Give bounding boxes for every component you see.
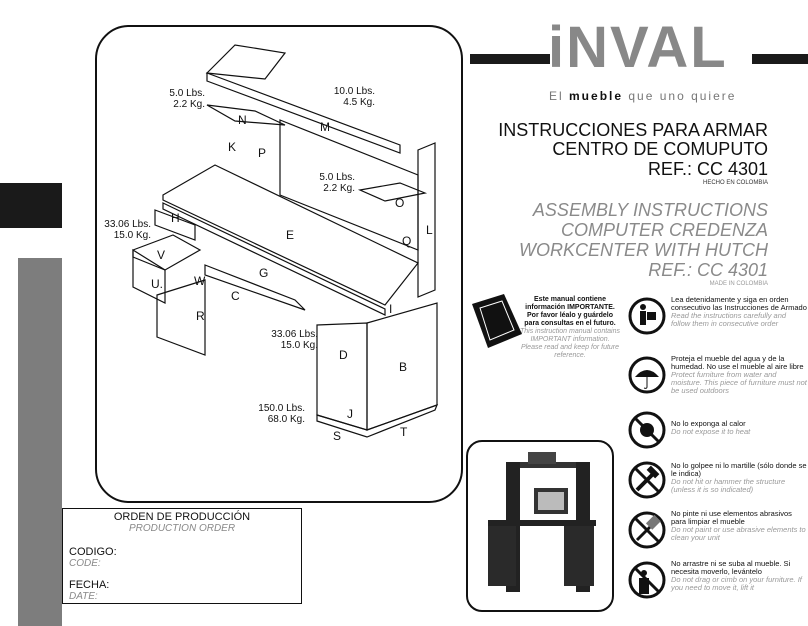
made-in-en: MADE IN COLOMBIA: [709, 281, 768, 287]
decorative-black-band: [0, 183, 62, 228]
desk-exploded-diagram: [132, 44, 439, 438]
part-label: D: [339, 348, 348, 362]
order-title: ORDEN DE PRODUCCIÓN: [113, 511, 251, 523]
part-label: V: [157, 248, 166, 262]
title-en-line1: ASSEMBLY INSTRUCTIONS: [532, 200, 768, 220]
no-paint-brush-icon: [628, 511, 666, 549]
part-label: T: [400, 425, 408, 439]
part-label: G: [259, 266, 269, 280]
code-label: CODIGO:: [69, 546, 117, 558]
warning-climb: No arrastre ni se suba al mueble. Si nec…: [627, 560, 807, 620]
weight-label: 5.0 Lbs.2.2 Kg.: [169, 88, 205, 110]
part-label: H: [171, 211, 180, 225]
warning-protect-water: Proteja el mueble del agua y de la humed…: [627, 355, 807, 415]
logo-bar-left: [470, 54, 550, 64]
weight-label: 33.06 Lbs.15.0 Kg.: [104, 219, 151, 241]
inval-logo: iNVAL: [548, 15, 728, 80]
no-sun-icon: [628, 411, 666, 449]
part-label: I: [389, 302, 393, 316]
warning-read-instructions: Lea detenidamente y siga en orden consec…: [627, 296, 807, 356]
part-label: U.: [151, 277, 163, 291]
title-en-line2: COMPUTER CREDENZA: [560, 220, 768, 240]
weight-label: 33.06 Lbs.15.0 Kg.: [271, 329, 318, 351]
title-es-line1: INSTRUCCIONES PARA ARMAR: [498, 120, 768, 140]
part-label: L: [426, 223, 433, 237]
no-climbing-icon: [628, 561, 666, 599]
no-hammer-icon: [628, 461, 666, 499]
logo-bar-right: [752, 54, 808, 64]
part-label: N: [238, 113, 247, 127]
part-label: P: [258, 146, 267, 160]
weight-label: 10.0 Lbs.4.5 Kg.: [333, 86, 375, 108]
weight-label: 5.0 Lbs.2.2 Kg.: [319, 172, 355, 194]
date-label-en: DATE:: [69, 591, 98, 602]
part-label: C: [231, 289, 240, 303]
part-label: W: [194, 274, 206, 288]
part-label: R: [196, 309, 205, 323]
date-label: FECHA:: [69, 579, 110, 591]
product-photo: [466, 440, 614, 612]
title-es-line2: CENTRO DE COMUPUTO: [552, 139, 768, 159]
brand-tagline: El mueble que uno quiere: [549, 89, 737, 103]
warning-paint: No pinte ni use elementos abrasivos para…: [627, 510, 807, 570]
part-label: J: [347, 407, 353, 421]
part-label: E: [286, 228, 295, 242]
order-title-en: PRODUCTION ORDER: [128, 523, 236, 534]
code-label-en: CODE:: [69, 558, 101, 569]
title-en-ref: REF.: CC 4301: [648, 260, 768, 280]
part-label: Q: [402, 234, 412, 248]
made-in-es: HECHO EN COLOMBIA: [702, 180, 768, 186]
part-label: M: [320, 120, 330, 134]
manual-book-icon: [472, 294, 522, 348]
reading-person-icon: [628, 297, 666, 335]
title-es-ref: REF.: CC 4301: [647, 159, 768, 179]
decorative-gray-band: [18, 258, 62, 626]
warning-hammer: No lo golpee ni lo martille (sólo donde …: [627, 460, 807, 520]
title-en-line3: WORKCENTER WITH HUTCH: [519, 240, 768, 260]
production-order-box: ORDEN DE PRODUCCIÓN PRODUCTION ORDER COD…: [62, 508, 302, 604]
umbrella-icon: [628, 356, 666, 394]
weight-label: 150.0 Lbs.68.0 Kg.: [258, 403, 305, 425]
part-label: S: [333, 429, 342, 443]
part-label: B: [399, 360, 408, 374]
manual-notice: Este manual contiene información IMPORTA…: [520, 296, 620, 359]
part-label: K: [228, 140, 237, 154]
part-label: O: [395, 196, 405, 210]
